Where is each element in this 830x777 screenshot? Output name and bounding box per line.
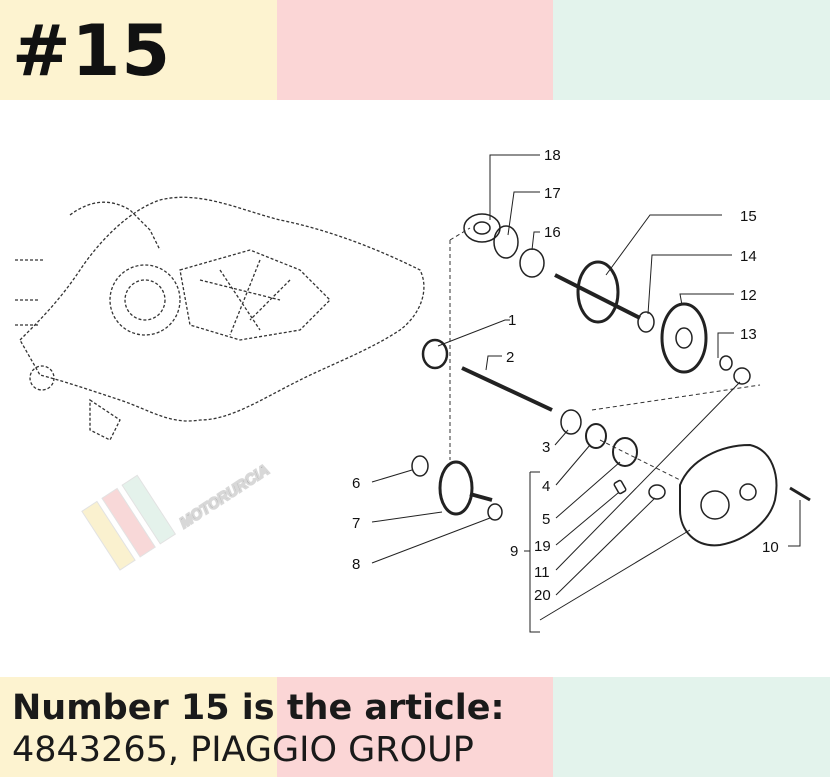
gear-7 — [438, 460, 474, 516]
article-caption: Number 15 is the article: — [12, 688, 505, 728]
leader-lines — [371, 154, 801, 633]
callout-20: 20 — [534, 587, 551, 604]
washer-8 — [487, 503, 503, 521]
bearing-6 — [411, 455, 429, 477]
callout-17: 17 — [544, 185, 561, 202]
part-number-heading: #15 — [12, 10, 172, 92]
bearing-5 — [612, 437, 638, 467]
gear-shaft-parts — [411, 213, 811, 547]
reference-lines — [449, 227, 761, 481]
ring-3 — [560, 409, 582, 435]
pin-19 — [613, 479, 627, 495]
callout-5: 5 — [542, 511, 550, 528]
watermark-stripe-pink — [101, 487, 156, 558]
gear-cover-20 — [679, 443, 778, 547]
callout-15: 15 — [740, 208, 757, 225]
footer-band-mint — [553, 677, 830, 777]
callout-labels: 18 17 16 15 14 12 13 1 2 3 4 5 6 7 8 9 1… — [352, 147, 779, 604]
header-band-mint — [553, 0, 830, 100]
callout-6: 6 — [352, 475, 360, 492]
callout-18: 18 — [544, 147, 561, 164]
callout-2: 2 — [506, 349, 514, 366]
callout-19: 19 — [534, 538, 551, 555]
watermark-text: MOTORURCIA — [177, 462, 273, 532]
header-band-yellow — [0, 0, 277, 100]
callout-3: 3 — [542, 439, 550, 456]
bolt-10 — [789, 486, 811, 502]
callout-12: 12 — [740, 287, 757, 304]
gear-12 — [660, 302, 708, 374]
ring-4 — [585, 423, 607, 449]
exploded-parts-diagram: MOTORURCIA — [15, 147, 811, 633]
shaft-2 — [461, 366, 553, 412]
footer-band-yellow — [0, 677, 277, 777]
callout-10: 10 — [762, 539, 779, 556]
callout-11: 11 — [534, 564, 550, 581]
watermark-stripe-mint — [121, 474, 177, 545]
callout-4: 4 — [542, 478, 550, 495]
ring-16 — [519, 248, 545, 278]
bearing-1 — [421, 338, 449, 370]
bush-13 — [733, 367, 751, 385]
callout-14: 14 — [740, 248, 757, 265]
callout-13: 13 — [740, 326, 757, 343]
callout-9: 9 — [510, 543, 518, 560]
callout-7: 7 — [352, 515, 360, 532]
crankcase-drawing — [15, 196, 425, 441]
bush-11 — [648, 484, 666, 500]
clip-13 — [719, 355, 733, 371]
callout-8: 8 — [352, 556, 360, 573]
seal-17 — [493, 225, 519, 259]
gear-15 — [576, 260, 620, 324]
header-band-pink — [277, 0, 553, 100]
watermark-stripe-yellow — [81, 500, 136, 571]
callout-1: 1 — [508, 312, 516, 329]
article-number-and-maker: 4843265, PIAGGIO GROUP — [12, 730, 474, 770]
footer-band-pink — [277, 677, 553, 777]
ring-14 — [637, 311, 655, 333]
callout-16: 16 — [544, 224, 561, 241]
